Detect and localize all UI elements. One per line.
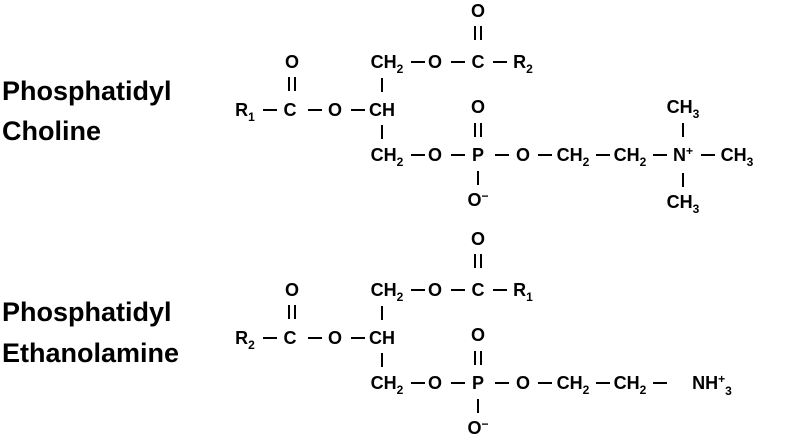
atom-label: O (471, 97, 485, 117)
molecule-2-name-line2: Ethanolamine (2, 338, 180, 368)
atom-label: CH2 (371, 145, 404, 169)
atom-label: O (285, 280, 299, 300)
molecule-1-name-line1: Phosphatidyl (2, 76, 172, 106)
atom-label: R2 (235, 328, 255, 352)
atom-label: P (472, 145, 484, 165)
molecule-2-name-line1: Phosphatidyl (2, 297, 172, 327)
atom-label: CH (369, 328, 395, 348)
atom-label: R1 (513, 280, 533, 304)
atom-label: O (328, 100, 342, 120)
atom-label: R2 (513, 52, 533, 76)
atom-label: O (471, 325, 485, 345)
atom-label: C (472, 280, 485, 300)
atom-label: CH2 (371, 373, 404, 397)
atom-label: O (516, 373, 530, 393)
atom-label: O (471, 1, 485, 21)
atom-label: O (328, 328, 342, 348)
atom-label: C (472, 52, 485, 72)
atom-label: CH2 (557, 373, 590, 397)
atom-label: P (472, 373, 484, 393)
atom-label: CH2 (614, 145, 647, 169)
molecule-1-name-line2: Choline (2, 116, 101, 146)
atom-label: CH3 (667, 97, 700, 121)
atom-label: NH+3 (692, 372, 732, 398)
atom-label: O (428, 280, 442, 300)
atom-label: C (284, 328, 297, 348)
atom-label: O (285, 52, 299, 72)
atom-label: O (428, 145, 442, 165)
atom-label: O (516, 145, 530, 165)
atom-label: CH2 (557, 145, 590, 169)
atom-label: O (428, 373, 442, 393)
atom-label: CH2 (371, 280, 404, 304)
atom-label: O− (467, 417, 488, 437)
atom-label: R1 (235, 100, 255, 124)
atom-label: N+ (673, 144, 693, 165)
atom-label: O (471, 229, 485, 249)
atom-label: CH (369, 100, 395, 120)
atom-label: CH2 (614, 373, 647, 397)
atom-label: CH2 (371, 52, 404, 76)
atom-label: O− (467, 189, 488, 210)
atom-label: C (284, 100, 297, 120)
atom-label: CH3 (667, 192, 700, 216)
atom-label: CH3 (721, 145, 754, 169)
atom-label: O (428, 52, 442, 72)
